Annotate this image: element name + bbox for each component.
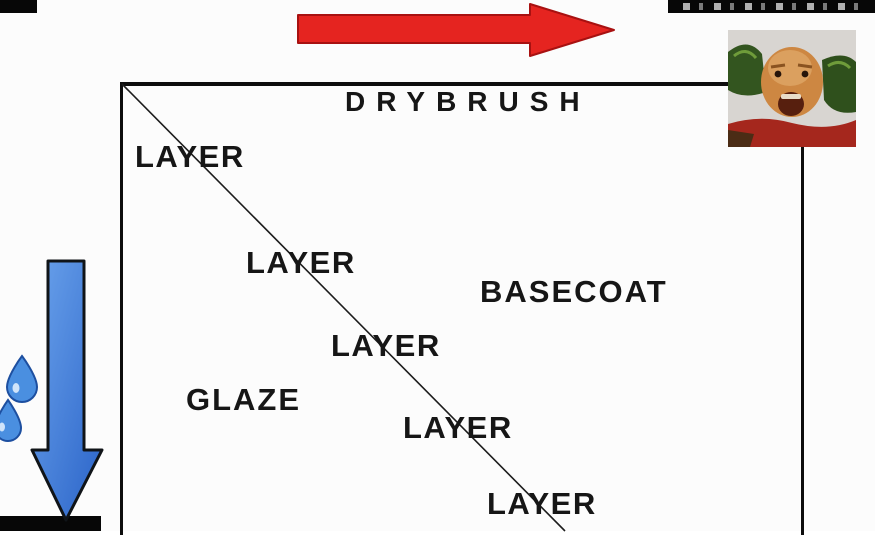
top-right-black-bar [668, 0, 875, 13]
bottom-left-black-bar [0, 516, 101, 531]
basecoat-label: BASECOAT [480, 274, 668, 309]
layer-label-1: LAYER [135, 139, 245, 174]
drybrush-label: DRYBRUSH [345, 86, 591, 117]
miniature-photo [728, 30, 856, 147]
top-left-black-bar [0, 0, 37, 13]
cropped-overlay-text [683, 3, 869, 10]
diagonal-line [121, 83, 566, 532]
droplet-highlight [0, 422, 5, 432]
miniature-photo-art [728, 30, 856, 147]
water-droplets-icon [0, 354, 39, 442]
layer-label-3: LAYER [331, 328, 441, 363]
layer-label-5: LAYER [487, 486, 597, 521]
droplet-highlight [12, 383, 20, 393]
red-arrow-icon [297, 3, 615, 57]
glaze-label: GLAZE [186, 382, 302, 417]
layer-label-2: LAYER [246, 245, 356, 280]
red-arrow-shape [297, 3, 615, 57]
blue-arrow-shape [30, 259, 104, 522]
chart-frame [120, 82, 804, 535]
blue-arrow-icon [30, 259, 104, 522]
layer-label-4: LAYER [403, 410, 513, 445]
droplets-group [0, 354, 39, 442]
